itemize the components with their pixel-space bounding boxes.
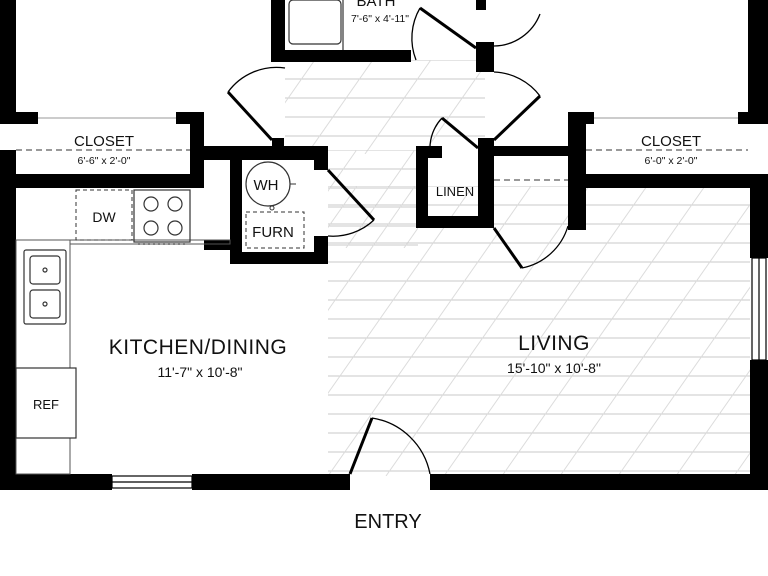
furnace: FURN — [245, 211, 305, 249]
bathtub — [288, 0, 344, 50]
sink — [23, 249, 67, 325]
dw-label: DW — [92, 209, 116, 225]
doors — [226, 6, 569, 475]
water-heater: WH — [245, 161, 296, 211]
dishwasher: DW — [75, 189, 133, 241]
windows — [111, 257, 767, 489]
bath-dims: 7'-6" x 4'-11" — [351, 13, 409, 25]
range — [133, 189, 191, 245]
living-dims: 15'-10" x 10'-8" — [507, 360, 601, 376]
closet-right-dims: 6'-0" x 2'-0" — [645, 155, 698, 167]
living-name: LIVING — [518, 332, 590, 355]
walls — [0, 0, 768, 490]
refrigerator: REF — [15, 367, 77, 439]
closet-left-dims: 6'-6" x 2'-0" — [78, 155, 131, 167]
furn-label: FURN — [252, 224, 294, 241]
entry-label: ENTRY — [354, 511, 421, 533]
closet-left-name: CLOSET — [74, 133, 134, 150]
wh-label: WH — [254, 177, 279, 194]
bath-name: BATH — [357, 0, 396, 10]
floor-hatch — [285, 60, 750, 476]
closet-shelves — [16, 117, 748, 181]
ref-label: REF — [33, 397, 59, 412]
kitchen-dims: 11'-7" x 10'-8" — [157, 364, 242, 380]
closet-right-name: CLOSET — [641, 133, 701, 150]
linen-name: LINEN — [436, 184, 474, 199]
kitchen-name: KITCHEN/DINING — [109, 336, 288, 359]
